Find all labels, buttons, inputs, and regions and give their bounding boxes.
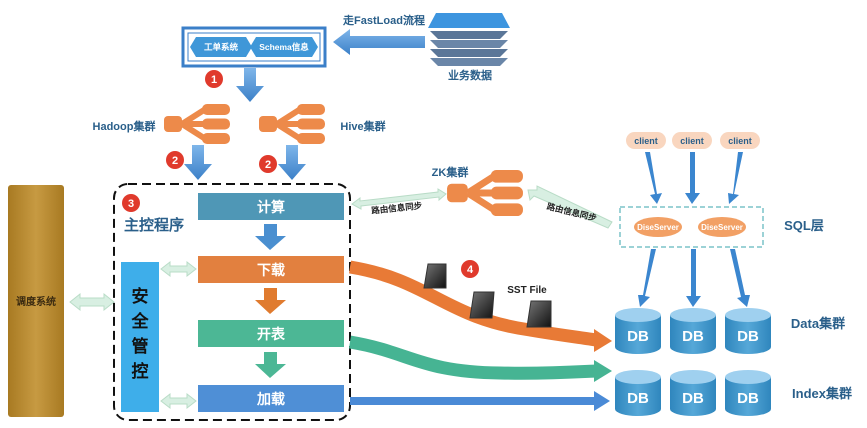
stream-download [348, 260, 598, 347]
schema-info-label: Schema信息 [259, 42, 309, 52]
business-data-stack: 业务数据 走FastLoad流程 [342, 13, 510, 82]
stream-open-table-head [594, 360, 612, 382]
svg-text:client: client [634, 136, 658, 146]
arrow-down-box [236, 68, 264, 102]
main-program-label: 主控程序 [124, 216, 184, 234]
sql-layer-box [619, 206, 764, 248]
arrow-compute-download [255, 224, 286, 250]
input-systems-box: 工单系统 Schema信息 [181, 26, 327, 68]
scheduler-link-arrow [69, 292, 115, 312]
security-link-download [160, 260, 197, 278]
stream-download-head [594, 329, 612, 352]
svg-text:2: 2 [172, 155, 178, 167]
badge-2-left: 2 [166, 151, 184, 169]
step-download-label: 下载 [257, 262, 285, 278]
file-icon [469, 291, 495, 319]
data-cluster-label: Data集群 [791, 316, 845, 331]
badge-2-right: 2 [259, 155, 277, 173]
step-compute [198, 193, 344, 220]
cluster-node-icon [259, 104, 325, 144]
index-db-3: DB [725, 370, 771, 416]
zk-sync-right-arrow [527, 185, 613, 229]
file-icon [526, 300, 552, 328]
data-db-2: DB [670, 308, 716, 354]
fastload-arrow [333, 29, 425, 55]
arrow-download-open [255, 288, 286, 314]
badge-1: 1 [205, 70, 223, 88]
svg-text:DB: DB [682, 328, 704, 345]
svg-text:DiseServer: DiseServer [701, 223, 743, 232]
badge-3: 3 [122, 194, 140, 212]
data-db-1: DB [615, 308, 661, 354]
business-data-label: 业务数据 [448, 68, 492, 82]
security-char-1: 安 [132, 286, 149, 306]
svg-text:DB: DB [682, 390, 704, 407]
ticket-system-label: 工单系统 [204, 42, 239, 52]
schema-info-box [250, 37, 318, 57]
badge-4: 4 [461, 260, 479, 278]
stream-load [350, 397, 594, 405]
svg-text:DB: DB [737, 328, 759, 345]
arrow-down-hadoop [184, 145, 212, 180]
index-cluster-label: Index集群 [792, 386, 852, 401]
index-db-2: DB [670, 370, 716, 416]
security-link-load [160, 392, 197, 410]
arrow-open-load [255, 352, 286, 378]
scheduler-panel [8, 185, 64, 417]
sql-layer-label: SQL层 [784, 218, 824, 233]
step-download [198, 256, 344, 283]
sql-to-db-arrows [638, 249, 750, 307]
step-open-table-label: 开表 [257, 326, 286, 342]
svg-text:4: 4 [467, 264, 474, 276]
step-load-label: 加载 [256, 391, 285, 407]
main-control-frame [113, 183, 351, 421]
dise-server-2: DiseServer [698, 217, 746, 237]
stream-open-table [348, 335, 597, 380]
client-arrows [645, 152, 743, 204]
stream-load-head [594, 391, 610, 411]
hive-label: Hive集群 [340, 119, 385, 133]
fastload-label: 走FastLoad流程 [342, 13, 425, 27]
data-db-3: DB [725, 308, 771, 354]
step-open-table [198, 320, 344, 347]
client-2: client [672, 132, 712, 149]
index-db-1: DB [615, 370, 661, 416]
security-char-4: 控 [132, 361, 149, 381]
scheduler-label: 调度系统 [16, 295, 56, 308]
hadoop-label: Hadoop集群 [93, 119, 156, 133]
zk-sync-left-arrow [351, 188, 447, 210]
svg-text:client: client [728, 136, 752, 146]
sst-file-label: SST File [507, 285, 547, 296]
svg-text:DB: DB [737, 390, 759, 407]
client-3: client [720, 132, 760, 149]
security-panel [121, 262, 159, 412]
zk-label: ZK集群 [432, 165, 469, 179]
step-load [198, 385, 344, 412]
svg-text:DB: DB [627, 390, 649, 407]
step-compute-label: 计算 [257, 199, 285, 215]
stacked-layers-icon [428, 13, 510, 66]
svg-text:DiseServer: DiseServer [637, 223, 679, 232]
svg-text:2: 2 [265, 159, 271, 171]
svg-text:1: 1 [211, 74, 217, 86]
security-char-2: 全 [131, 311, 150, 331]
svg-text:3: 3 [128, 198, 134, 210]
svg-text:DB: DB [627, 328, 649, 345]
client-1: client [626, 132, 666, 149]
security-char-3: 管 [132, 336, 149, 356]
file-icon [423, 263, 447, 289]
cluster-node-icon [164, 104, 230, 144]
arrow-down-hive [278, 145, 306, 180]
svg-text:client: client [680, 136, 704, 146]
ticket-system-box [190, 37, 252, 57]
dise-server-1: DiseServer [634, 217, 682, 237]
